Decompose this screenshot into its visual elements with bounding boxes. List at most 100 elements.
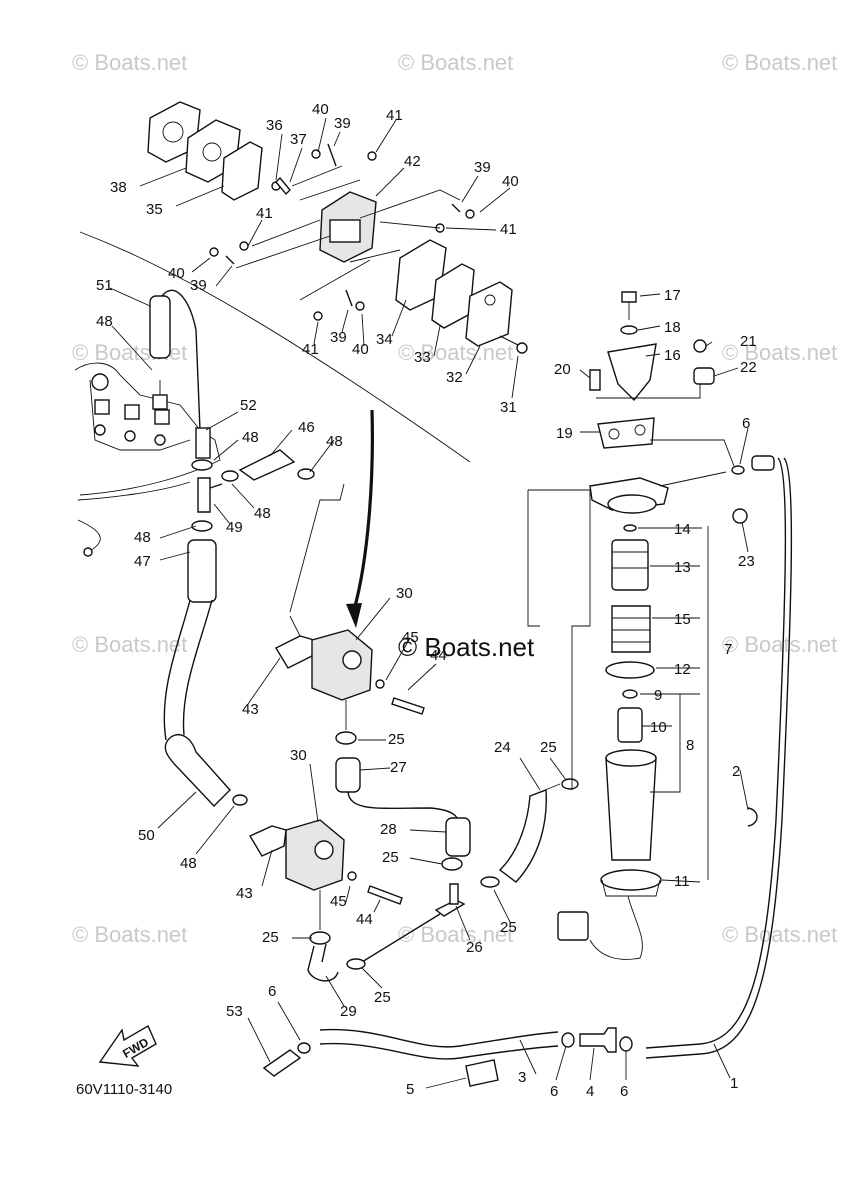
part-label-40: 40 [352, 341, 369, 358]
part-label-20: 20 [554, 361, 571, 378]
part-label-36: 36 [266, 117, 283, 134]
part-label-30: 30 [290, 747, 307, 764]
part-label-8: 8 [686, 737, 694, 754]
part-label-32: 32 [446, 369, 463, 386]
leader-lines [109, 117, 749, 1089]
part-labels: 1 2 3 4 5 6 6 6 6 7 8 9 10 11 12 13 14 1… [96, 101, 757, 1100]
part-label-14: 14 [674, 521, 691, 538]
watermark: © Boats.net [722, 922, 837, 947]
part-label-11: 11 [674, 873, 690, 890]
part-label-19: 19 [556, 425, 573, 442]
part-label-44: 44 [356, 911, 373, 928]
watermark: © Boats.net [398, 340, 513, 365]
part-label-45: 45 [330, 893, 347, 910]
part-label-26: 26 [466, 939, 483, 956]
engine-block [74, 231, 471, 557]
part-label-43: 43 [242, 701, 259, 718]
part-label-50: 50 [138, 827, 155, 844]
part-label-25: 25 [540, 739, 557, 756]
part-label-13: 13 [674, 559, 691, 576]
part-label-40: 40 [168, 265, 185, 282]
part-label-4: 4 [586, 1083, 594, 1100]
fwd-arrow-icon: FWD [98, 1025, 157, 1067]
watermark: © Boats.net [722, 340, 837, 365]
watermark: © Boats.net [72, 50, 187, 75]
fuel-pump-exploded [147, 101, 528, 354]
part-label-29: 29 [340, 1003, 357, 1020]
part-label-23: 23 [738, 553, 755, 570]
part-label-25: 25 [388, 731, 405, 748]
part-label-39: 39 [190, 277, 207, 294]
part-label-41: 41 [256, 205, 273, 222]
part-label-40: 40 [502, 173, 519, 190]
part-label-35: 35 [146, 201, 163, 218]
part-label-41: 41 [302, 341, 319, 358]
part-label-15: 15 [674, 611, 691, 628]
left-hoses [149, 289, 315, 808]
part-label-48: 48 [134, 529, 151, 546]
watermark: © Boats.net [398, 922, 513, 947]
t-joint-and-hose [346, 778, 579, 970]
part-label-46: 46 [298, 419, 315, 436]
part-label-39: 39 [474, 159, 491, 176]
fuel-pump-lower [248, 819, 403, 982]
part-label-31: 31 [500, 399, 517, 416]
part-label-16: 16 [664, 347, 681, 364]
part-label-48: 48 [326, 433, 343, 450]
part-label-39: 39 [330, 329, 347, 346]
watermark-layer: © Boats.net © Boats.net © Boats.net © Bo… [72, 50, 837, 947]
drawing-code: 60V1110-3140 [76, 1081, 172, 1098]
part-label-40: 40 [312, 101, 329, 118]
watermark: © Boats.net [72, 922, 187, 947]
part-label-34: 34 [376, 331, 393, 348]
part-label-3: 3 [518, 1069, 526, 1086]
part-label-6: 6 [620, 1083, 628, 1100]
part-label-25: 25 [500, 919, 517, 936]
part-label-39: 39 [334, 115, 351, 132]
part-label-45: 45 [402, 629, 419, 646]
watermark: © Boats.net [722, 632, 837, 657]
part-label-37: 37 [290, 131, 307, 148]
part-label-25: 25 [262, 929, 279, 946]
part-label-27: 27 [390, 759, 407, 776]
part-label-43: 43 [236, 885, 253, 902]
part-label-17: 17 [664, 287, 681, 304]
part-label-41: 41 [500, 221, 517, 238]
part-label-41: 41 [386, 107, 403, 124]
part-label-25: 25 [374, 989, 391, 1006]
part-label-44: 44 [430, 647, 447, 664]
hose-27-28 [335, 757, 471, 871]
part-label-53: 53 [226, 1003, 243, 1020]
fuel-filter-assembly [557, 291, 775, 960]
part-label-12: 12 [674, 661, 691, 678]
part-label-51: 51 [96, 277, 113, 294]
part-label-49: 49 [226, 519, 243, 536]
part-label-5: 5 [406, 1081, 414, 1098]
part-label-9: 9 [654, 687, 662, 704]
part-label-10: 10 [650, 719, 667, 736]
part-label-7: 7 [724, 641, 732, 658]
main-fuel-line [262, 457, 793, 1087]
part-label-25: 25 [382, 849, 399, 866]
part-label-52: 52 [240, 397, 257, 414]
part-label-22: 22 [740, 359, 757, 376]
part-label-30: 30 [396, 585, 413, 602]
part-label-48: 48 [96, 313, 113, 330]
watermark: © Boats.net [72, 632, 187, 657]
part-label-24: 24 [494, 739, 511, 756]
part-label-21: 21 [740, 333, 757, 350]
part-label-47: 47 [134, 553, 151, 570]
part-label-42: 42 [404, 153, 421, 170]
part-label-2: 2 [732, 763, 740, 780]
part-label-6: 6 [742, 415, 750, 432]
part-label-18: 18 [664, 319, 681, 336]
part-label-33: 33 [414, 349, 431, 366]
part-label-48: 48 [180, 855, 197, 872]
part-label-6: 6 [550, 1083, 558, 1100]
part-label-6: 6 [268, 983, 276, 1000]
part-label-48: 48 [254, 505, 271, 522]
part-label-38: 38 [110, 179, 127, 196]
watermark: © Boats.net [398, 50, 513, 75]
part-label-1: 1 [730, 1075, 738, 1092]
